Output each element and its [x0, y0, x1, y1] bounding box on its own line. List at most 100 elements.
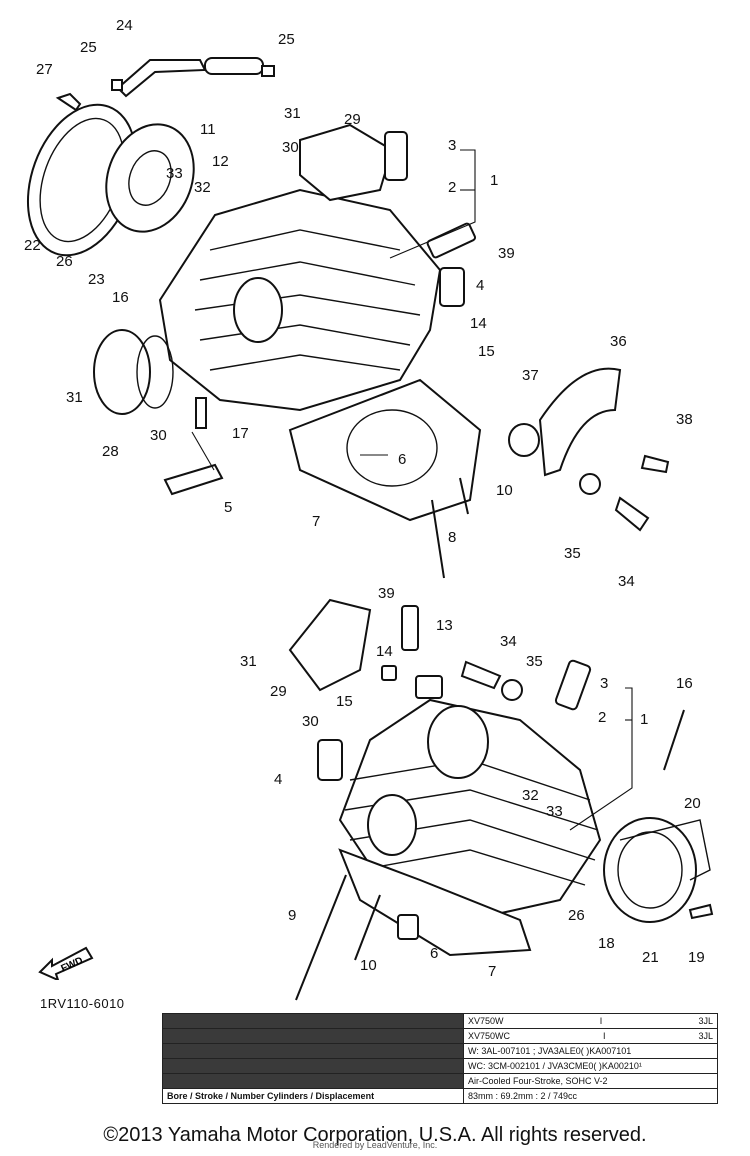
spec-mid: I [603, 1031, 606, 1041]
lower-callout-16: 16 [676, 675, 693, 692]
cover-bolt [688, 903, 714, 920]
upper-callout-17: 17 [232, 425, 249, 442]
spec-label [162, 1073, 464, 1089]
valve-cover-front [288, 598, 372, 692]
spec-mid: I [599, 1016, 603, 1026]
upper-callout-4: 4 [476, 277, 484, 294]
spec-row: WC: 3CM-002101 / JVA3CME0( )KA00210¹ [162, 1058, 718, 1074]
oil-pipe [163, 463, 224, 496]
upper-callout-30: 30 [150, 427, 167, 444]
cylinder-head-front [338, 698, 602, 922]
upper-callout-11: 11 [200, 121, 216, 138]
washer-front [501, 679, 523, 701]
upper-callout-2: 2 [448, 179, 456, 196]
stud-bolt-long [295, 874, 347, 1001]
lower-callout-4: 4 [274, 771, 282, 788]
lower-callout-10: 10 [360, 957, 377, 974]
spark-plug [426, 222, 476, 259]
lower-callout-6: 6 [430, 945, 438, 962]
nut [415, 675, 443, 699]
lower-callout-21: 21 [642, 949, 659, 966]
spec-label [162, 1043, 464, 1059]
spec-label: Bore / Stroke / Number Cylinders / Displ… [162, 1088, 464, 1104]
intake-port-front [427, 705, 489, 779]
upper-callout-1: 1 [490, 172, 498, 189]
stud-bolt-short [459, 477, 469, 515]
upper-assembly [26, 57, 670, 579]
upper-callout-15: 15 [478, 343, 495, 360]
tappet-front [554, 659, 592, 711]
lower-callout-30: 30 [302, 713, 319, 730]
upper-callout-25: 25 [278, 31, 295, 48]
upper-callout-22: 22 [24, 237, 41, 254]
engine-bracket [538, 367, 622, 477]
upper-callout-31: 31 [284, 105, 301, 122]
washer [579, 473, 601, 495]
lower-callout-3: 3 [600, 675, 608, 692]
spec-row: W: 3AL-007101 ; JVA3ALE0( )KA007101 [162, 1043, 718, 1059]
watermark-text: Rendered by LeadVenture, Inc. [312, 1140, 438, 1150]
spec-value: WC: 3CM-002101 / JVA3CME0( )KA00210¹ [463, 1058, 718, 1074]
lower-callout-29: 29 [270, 683, 287, 700]
lower-callout-26: 26 [568, 907, 585, 924]
breather-hose [116, 59, 207, 98]
bolt [55, 92, 82, 112]
upper-callout-28: 28 [102, 443, 119, 460]
upper-callout-5: 5 [224, 499, 232, 516]
upper-callout-39: 39 [498, 245, 515, 262]
lower-callout-39: 39 [378, 585, 395, 602]
upper-callout-31: 31 [66, 389, 83, 406]
upper-callout-12: 12 [212, 153, 229, 170]
lower-callout-18: 18 [598, 935, 615, 952]
spec-model: 83mm : 69.2mm : 2 / 749cc [468, 1091, 578, 1101]
valve-cover [299, 123, 394, 202]
spec-label [162, 1058, 464, 1074]
leader-lines [191, 149, 633, 831]
upper-callout-16: 16 [112, 289, 129, 306]
upper-callout-25: 25 [80, 39, 97, 56]
spec-value: W: 3AL-007101 ; JVA3ALE0( )KA007101 [463, 1043, 718, 1059]
dowel-front [397, 914, 419, 940]
cap-nut [381, 665, 397, 681]
upper-callout-29: 29 [344, 111, 361, 128]
cylinder-head-rear [158, 188, 442, 412]
gasket-plate [105, 123, 195, 233]
lower-callout-2: 2 [598, 709, 606, 726]
upper-callout-37: 37 [522, 367, 539, 384]
spec-model: Air-Cooled Four-Stroke, SOHC V-2 [468, 1076, 608, 1086]
spark-plug-front [401, 605, 419, 651]
lower-callout-33: 33 [546, 803, 563, 820]
copyright-notice: ©2013 Yamaha Motor Corporation, U.S.A. A… [103, 1124, 647, 1146]
lower-callout-20: 20 [684, 795, 701, 812]
upper-callout-26: 26 [56, 253, 73, 270]
spacer [508, 423, 540, 457]
lower-callout-15: 15 [336, 693, 353, 710]
spec-label [162, 1013, 464, 1029]
upper-callout-14: 14 [470, 315, 487, 332]
upper-callout-38: 38 [676, 411, 693, 428]
bracket-bolt [640, 454, 670, 474]
lower-callout-34: 34 [500, 633, 517, 650]
valve-spring-front [317, 739, 343, 781]
valve-spring [439, 267, 465, 307]
upper-callout-27: 27 [36, 61, 53, 78]
lower-callout-14: 14 [376, 643, 393, 660]
spec-label [162, 1028, 464, 1044]
upper-callout-24: 24 [116, 17, 133, 34]
spec-model: W: 3AL-007101 ; JVA3ALE0( )KA007101 [468, 1046, 632, 1056]
head-gasket-rear [288, 378, 482, 522]
spec-value: 83mm : 69.2mm : 2 / 749cc [463, 1088, 718, 1104]
spec-code: 3JL [698, 1016, 713, 1026]
lower-callout-32: 32 [522, 787, 539, 804]
lower-assembly [288, 598, 714, 1001]
side-cover [93, 329, 151, 415]
upper-callout-33: 33 [166, 165, 183, 182]
hose-joint [204, 57, 264, 75]
